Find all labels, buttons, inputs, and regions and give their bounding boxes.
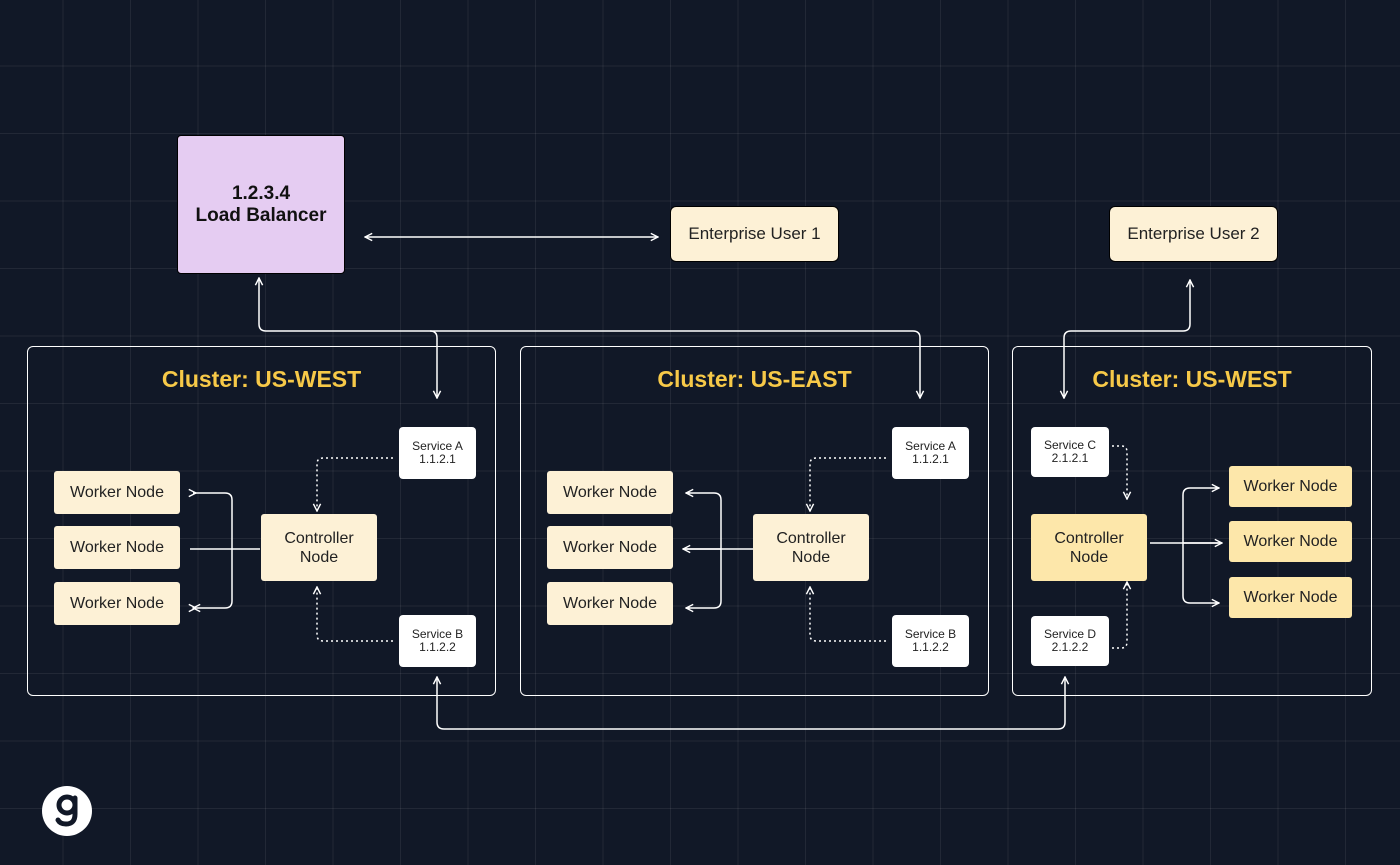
service-d[interactable]: Service D 2.1.2.2 — [1031, 616, 1109, 666]
cluster-us-east: Cluster: US-EAST — [520, 346, 989, 696]
lb-to-cluster1-line — [429, 330, 437, 398]
worker-node[interactable]: Worker Node — [54, 526, 180, 569]
g-logo-icon — [55, 794, 78, 827]
controller-node[interactable]: Controller Node — [753, 514, 869, 581]
controller-label-line1: Controller — [1054, 529, 1124, 547]
worker-node[interactable]: Worker Node — [547, 471, 673, 514]
service-b[interactable]: Service B 1.1.2.2 — [892, 615, 969, 667]
controller-label-line1: Controller — [776, 529, 846, 547]
lb-bus-line — [259, 278, 920, 398]
service-ip: 2.1.2.2 — [1051, 640, 1089, 654]
service-name: Service A — [905, 439, 956, 453]
load-balancer-label: Load Balancer — [195, 204, 327, 226]
worker-node[interactable]: Worker Node — [547, 582, 673, 625]
bottom-link — [437, 677, 1065, 730]
controller-label-line1: Controller — [284, 529, 354, 547]
service-a[interactable]: Service A 1.1.2.1 — [399, 427, 476, 479]
service-ip: 1.1.2.2 — [912, 640, 949, 654]
cluster-title: Cluster: US-EAST — [657, 366, 852, 392]
service-ip: 2.1.2.1 — [1051, 451, 1089, 465]
brand-logo — [42, 786, 92, 836]
load-balancer[interactable]: 1.2.3.4 Load Balancer — [177, 135, 345, 274]
cluster1-fan — [190, 492, 260, 608]
service-ip: 1.1.2.1 — [419, 452, 456, 466]
service-c[interactable]: Service C 2.1.2.1 — [1031, 427, 1109, 477]
load-balancer-ip: 1.2.3.4 — [231, 182, 291, 204]
controller-node[interactable]: Controller Node — [261, 514, 377, 581]
worker-node[interactable]: Worker Node — [54, 582, 180, 625]
controller-label-line2: Node — [1069, 548, 1109, 566]
user2-cluster3-link — [1064, 280, 1190, 398]
service-a[interactable]: Service A 1.1.2.1 — [892, 427, 969, 479]
worker-node[interactable]: Worker Node — [1229, 521, 1352, 562]
service-b[interactable]: Service B 1.1.2.2 — [399, 615, 476, 667]
worker-node[interactable]: Worker Node — [1229, 577, 1352, 618]
cluster-us-west-2: Cluster: US-WEST — [1012, 346, 1372, 696]
controller-node[interactable]: Controller Node — [1031, 514, 1147, 581]
service-name: Service A — [412, 439, 463, 453]
controller-label-line2: Node — [791, 548, 831, 566]
worker-node[interactable]: Worker Node — [547, 526, 673, 569]
worker-node[interactable]: Worker Node — [54, 471, 180, 514]
enterprise-user-2[interactable]: Enterprise User 2 — [1109, 206, 1278, 262]
cluster-us-west-1: Cluster: US-WEST — [27, 346, 496, 696]
service-name: Service C — [1043, 438, 1096, 452]
worker-node[interactable]: Worker Node — [1229, 466, 1352, 507]
service-name: Service D — [1043, 627, 1096, 641]
service-name: Service B — [411, 627, 464, 641]
service-name: Service B — [904, 627, 957, 641]
service-ip: 1.1.2.1 — [912, 452, 949, 466]
cluster-title: Cluster: US-WEST — [1092, 366, 1292, 392]
controller-label-line2: Node — [299, 548, 339, 566]
cluster-title: Cluster: US-WEST — [161, 366, 362, 392]
enterprise-user-1[interactable]: Enterprise User 1 — [670, 206, 839, 262]
service-ip: 1.1.2.2 — [419, 640, 456, 654]
